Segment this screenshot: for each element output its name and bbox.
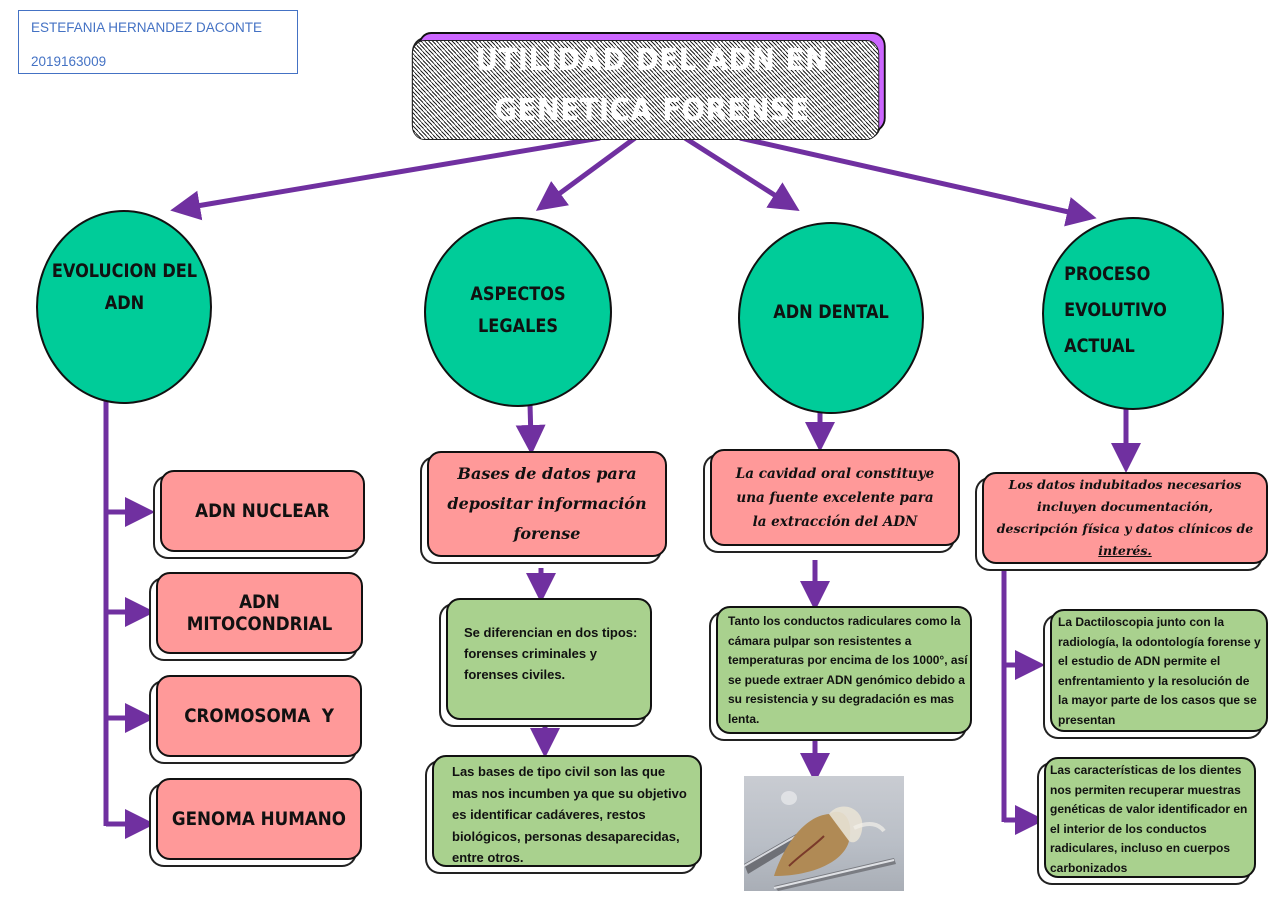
circle-label-line: PROCESO <box>1063 262 1150 285</box>
box-text-line: La cavidad oral constituye <box>735 465 935 482</box>
arrow-to-proceso <box>739 135 1097 227</box>
box-text: La Dactiloscopia junto con la radiología… <box>1058 615 1261 727</box>
box-text-line: la extracción del ADN <box>752 513 918 530</box>
box-text: Tanto los conductos radiculares como la … <box>728 614 968 726</box>
arrow-aspectos-to-bases <box>515 403 546 455</box>
main-title-box: UTILIDAD DEL ADN EN GENETICA FORENSE <box>411 32 886 140</box>
box-text-line: interés. <box>1098 543 1152 558</box>
arrow-to-aspectos <box>535 135 637 211</box>
item-adn-mitocondrial: ADN MITOCONDRIAL <box>149 572 363 662</box>
tooth-tweezers-photo <box>744 776 904 891</box>
circle-label-line: EVOLUCION DEL <box>51 260 197 282</box>
box-text-line: Los datos indubitados necesarios <box>1008 477 1242 492</box>
circle-label-line: ASPECTOS <box>470 283 566 305</box>
title-line-1: UTILIDAD DEL ADN EN <box>475 43 829 78</box>
author-name: ESTEFANIA HERNANDEZ DACONTE <box>31 20 263 35</box>
arrow-to-evolucion <box>170 135 601 221</box>
title-line-2: GENETICA FORENSE <box>494 93 810 128</box>
author-id: 2019163009 <box>31 54 107 69</box>
item-label: CROMOSOMA Y <box>184 705 334 727</box>
item-adn-nuclear: ADN NUCLEAR <box>153 470 365 560</box>
box-tipos-bases: Se diferencian en dos tipos: forenses cr… <box>439 598 652 728</box>
circle-adn-dental: ADN DENTAL <box>734 222 924 416</box>
box-text: Las bases de tipo civil son las que mas … <box>452 764 687 865</box>
item-cromosoma-y: CROMOSOMA Y <box>149 675 362 765</box>
circle-evolucion-adn: EVOLUCION DEL ADN <box>32 210 212 406</box>
box-conductos-radiculares: Tanto los conductos radiculares como la … <box>709 606 972 742</box>
author-info-box: ESTEFANIA HERNANDEZ DACONTE 2019163009 <box>18 10 298 74</box>
circle-label-line: ACTUAL <box>1063 334 1135 357</box>
circle-label-line: LEGALES <box>477 315 559 337</box>
box-bases-civiles: Las bases de tipo civil son las que mas … <box>425 755 702 875</box>
box-text-line: depositar información <box>447 494 647 513</box>
item-label: ADN MITOCONDRIAL <box>186 591 333 635</box>
box-bases-de-datos: Bases de datos para depositar informació… <box>420 451 667 565</box>
box-cavidad-oral: La cavidad oral constituye una fuente ex… <box>703 449 960 554</box>
box-datos-indubitados: Los datos indubitados necesarios incluye… <box>975 472 1268 572</box>
item-genoma-humano: GENOMA HUMANO <box>149 778 362 868</box>
circle-proceso-evolutivo: PROCESO EVOLUTIVO ACTUAL <box>1038 217 1224 412</box>
box-text: Se diferencian en dos tipos: forenses cr… <box>464 625 638 682</box>
tooth-photo-illustration <box>744 791 896 891</box>
box-text-line: una fuente excelente para <box>736 489 934 506</box>
box-text-line: incluyen documentación, <box>1037 499 1213 514</box>
circle-label-line: ADN <box>104 292 144 314</box>
item-label: ADN NUCLEAR <box>195 500 330 522</box>
box-caracteristicas-dientes: Las características de los dientes nos p… <box>1044 757 1256 878</box>
box-text: Las características de los dientes nos p… <box>1050 763 1248 875</box>
box-dactiloscopia: La Dactiloscopia junto con la radiología… <box>1043 609 1268 740</box>
item-label: GENOMA HUMANO <box>171 808 347 830</box>
box-text-line: forense <box>513 524 581 543</box>
circle-label-line: ADN DENTAL <box>773 301 889 323</box>
arrow-to-dental <box>683 135 800 212</box>
box-text-line: descripción física y datos clínicos de <box>996 521 1254 536</box>
circle-aspectos-legales: ASPECTOS LEGALES <box>420 217 612 409</box>
box-text-line: Bases de datos para <box>457 464 637 483</box>
circle-label-line: EVOLUTIVO <box>1063 298 1167 321</box>
